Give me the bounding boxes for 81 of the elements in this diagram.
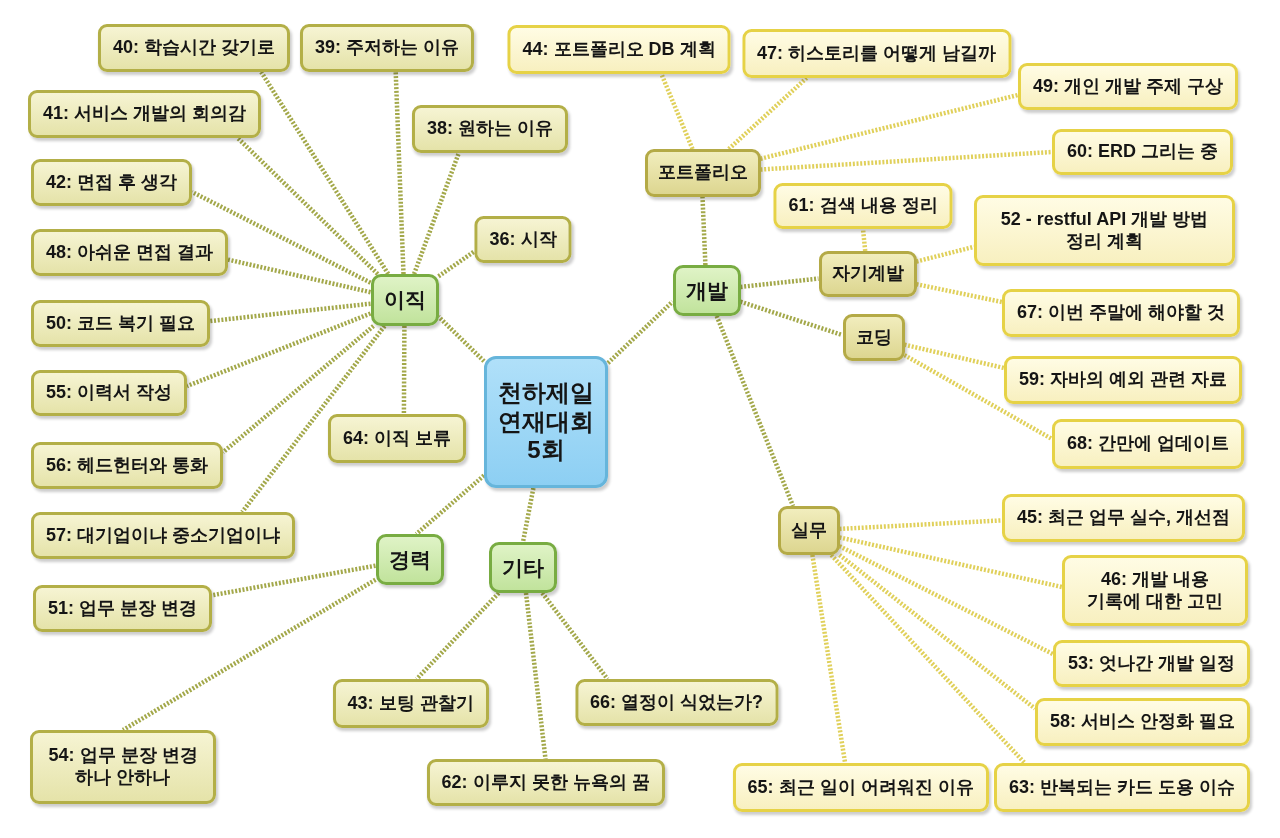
- connector-line: [540, 591, 610, 681]
- connector-line: [236, 136, 380, 276]
- connector-line: [810, 554, 848, 764]
- connector-line: [829, 553, 1027, 765]
- connector-line: [412, 152, 461, 275]
- connector-line: [415, 591, 501, 681]
- connector-line: [209, 301, 371, 324]
- connector-line: [838, 553, 1037, 711]
- topic-box: 55: 이력서 작성: [31, 370, 188, 416]
- topic-box: 46: 개발 내용 기록에 대한 고민: [1062, 555, 1248, 626]
- topic-box: 66: 열정이 식었는가?: [575, 679, 778, 726]
- topic-box: 54: 업무 분장 변경 하나 안하나: [30, 730, 216, 804]
- connector-line: [838, 544, 1054, 657]
- topic-box: 60: ERD 그리는 중: [1051, 129, 1233, 175]
- connector-line: [436, 315, 486, 363]
- connector-line: [740, 276, 819, 290]
- topic-box: 59: 자바의 예외 관련 자료: [1003, 356, 1242, 404]
- topic-box: 64: 이직 보류: [328, 414, 466, 463]
- topic-box: 50: 코드 복기 필요: [31, 300, 211, 347]
- connector-line: [839, 535, 1063, 590]
- topic-box: 41: 서비스 개발의 회의감: [28, 90, 262, 138]
- connector-line: [904, 342, 1005, 371]
- topic-box: 65: 최근 일이 어려워진 이유: [732, 763, 989, 812]
- connector-line: [227, 257, 371, 295]
- connector-line: [190, 189, 372, 285]
- topic-box: 49: 개인 개발 주제 구상: [1017, 63, 1238, 110]
- topic-box: 47: 히스토리를 어떻게 남길까: [742, 29, 1011, 78]
- topic-box: 51: 업무 분장 변경: [33, 585, 213, 632]
- connector-line: [659, 73, 695, 150]
- topic-box: 67: 이번 주말에 해야할 것: [1001, 289, 1240, 337]
- branch-topic-box: 개발: [672, 265, 741, 316]
- connector-line: [903, 353, 1054, 441]
- central-topic-box: 천하제일 연재대회 5회: [484, 356, 608, 488]
- connector-line: [221, 324, 375, 455]
- subtopic-box: 코딩: [842, 314, 905, 361]
- topic-box: 62: 이루지 못한 뉴욕의 꿈: [426, 759, 665, 806]
- connector-line: [759, 92, 1019, 161]
- topic-box: 56: 헤드헌터와 통화: [31, 442, 224, 489]
- topic-box: 36: 시작: [474, 216, 572, 263]
- connector-line: [393, 71, 406, 275]
- branch-topic-box: 경력: [375, 534, 444, 585]
- topic-box: 43: 보팅 관찰기: [332, 679, 489, 728]
- connector-line: [437, 249, 476, 279]
- connector-line: [523, 592, 548, 760]
- connector-line: [240, 324, 387, 514]
- branch-topic-box: 이직: [370, 274, 439, 326]
- topic-box: 39: 주저하는 이유: [300, 24, 474, 72]
- connector-line: [520, 487, 536, 543]
- branch-topic-box: 기타: [489, 542, 557, 593]
- topic-box: 53: 엇나간 개발 일정: [1052, 640, 1250, 687]
- connector-line: [259, 70, 391, 276]
- topic-box: 40: 학습시간 갖기로: [98, 24, 290, 72]
- connector-line: [606, 300, 675, 365]
- connector-line: [727, 76, 809, 151]
- subtopic-box: 자기계발: [818, 251, 917, 297]
- connector-line: [700, 196, 708, 266]
- subtopic-box: 포트폴리오: [644, 149, 761, 197]
- connector-line: [915, 244, 975, 264]
- connector-line: [186, 311, 372, 389]
- connector-line: [714, 315, 796, 507]
- topic-box: 58: 서비스 안정화 필요: [1034, 698, 1250, 746]
- connector-line: [916, 282, 1003, 305]
- topic-box: 45: 최근 업무 실수, 개선점: [1001, 494, 1245, 542]
- topic-box: 42: 면접 후 생각: [31, 159, 193, 206]
- topic-box: 63: 반복되는 카드 도용 이슈: [993, 763, 1250, 812]
- topic-box: 44: 포트폴리오 DB 계획: [507, 25, 731, 74]
- connector-line: [414, 473, 486, 536]
- connector-line: [860, 228, 868, 252]
- connector-line: [739, 299, 844, 338]
- connector-line: [760, 149, 1053, 172]
- topic-box: 52 - restful API 개발 방법 정리 계획: [974, 195, 1235, 266]
- subtopic-box: 실무: [777, 506, 840, 555]
- connector-line: [211, 563, 376, 598]
- topic-box: 61: 검색 내용 정리: [773, 183, 953, 229]
- connector-line: [121, 577, 377, 732]
- topic-box: 48: 아쉬운 면접 결과: [31, 229, 229, 276]
- topic-box: 38: 원하는 이유: [412, 105, 568, 153]
- topic-box: 68: 간만에 업데이트: [1051, 419, 1244, 469]
- connector-line: [401, 326, 407, 414]
- connector-line: [839, 518, 1003, 532]
- topic-box: 57: 대기업이냐 중소기업이냐: [31, 512, 296, 559]
